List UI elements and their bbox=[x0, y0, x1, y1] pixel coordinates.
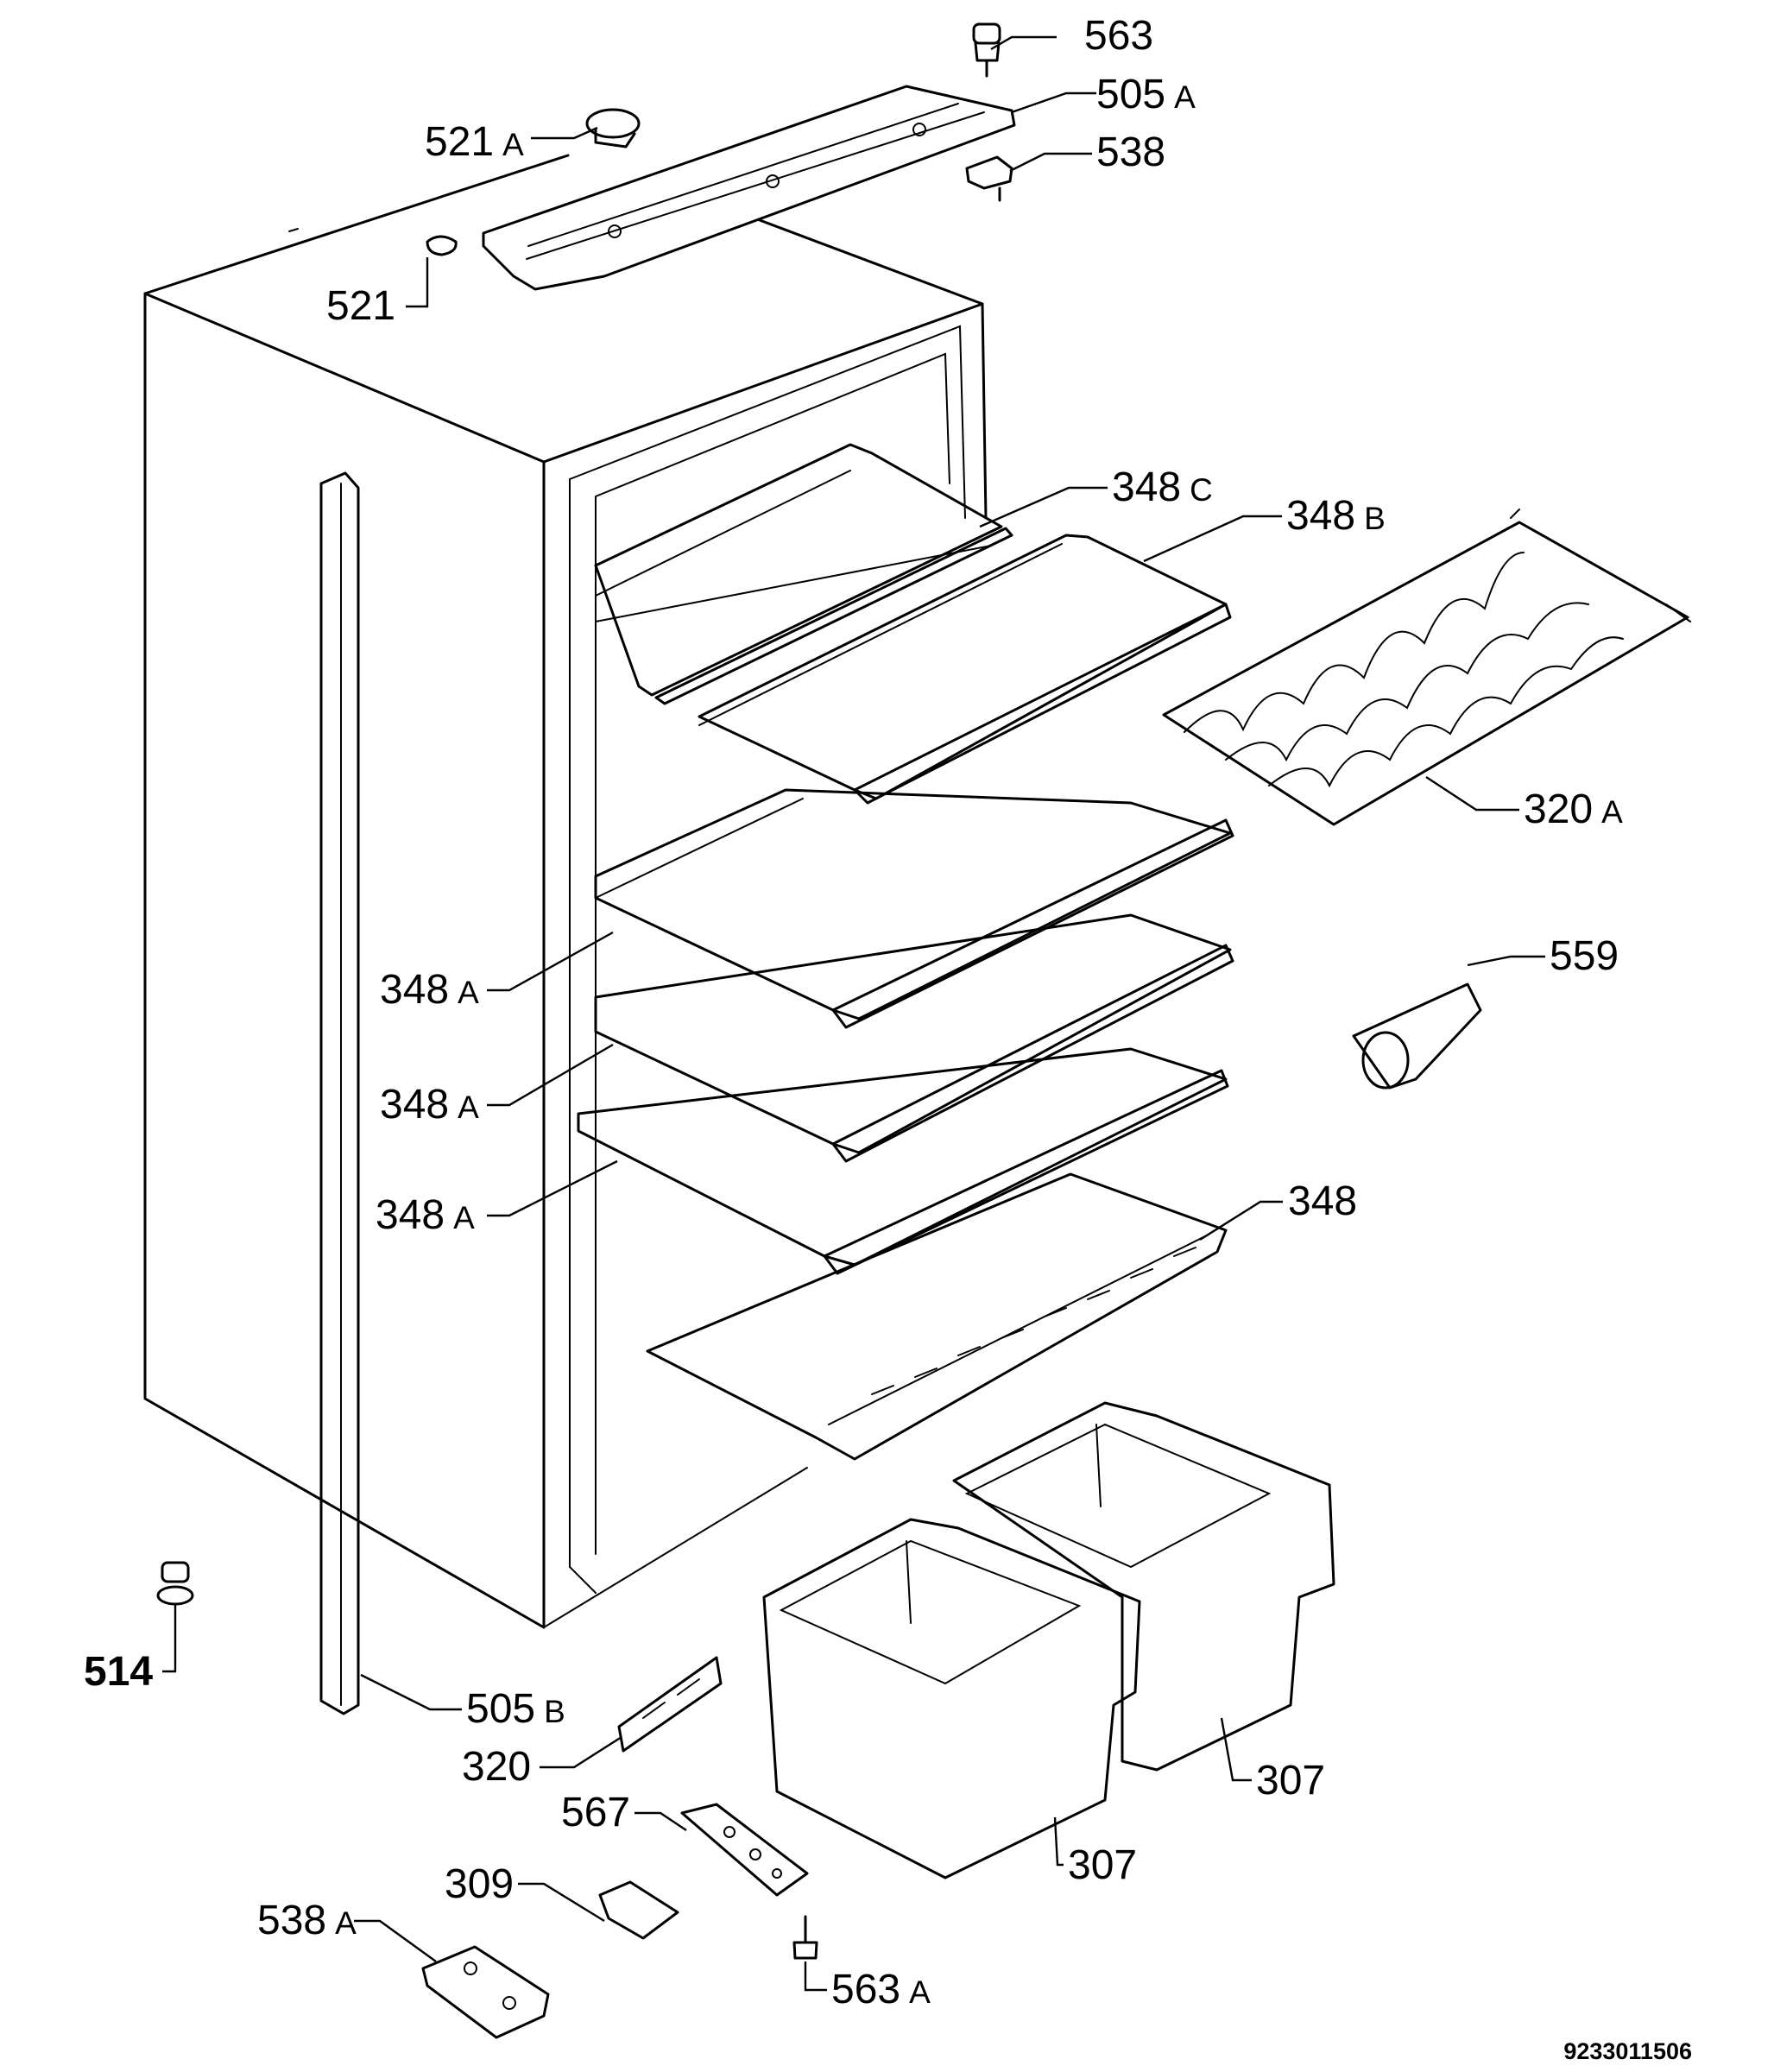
label-521: 521 bbox=[326, 283, 395, 329]
glass-shelf-348A-lower bbox=[577, 1047, 1229, 1275]
screw-563 bbox=[972, 22, 1001, 78]
glass-shelf-348A-upper bbox=[594, 788, 1234, 1029]
label-309: 309 bbox=[445, 1861, 514, 1907]
bottom-cover-348 bbox=[646, 1172, 1228, 1461]
glass-shelf-348C bbox=[594, 443, 1013, 705]
door-seal-strip bbox=[319, 471, 360, 1715]
wine-rack bbox=[1162, 509, 1691, 826]
cover-cap-309 bbox=[598, 1880, 679, 1940]
screw-563A bbox=[792, 1915, 818, 1960]
hinge-pin-538 bbox=[965, 155, 1013, 202]
label-567: 567 bbox=[561, 1790, 630, 1835]
door-fixing-rail-320 bbox=[617, 1656, 723, 1753]
leveling-foot-514 bbox=[156, 1561, 194, 1606]
top-hinge-bracket bbox=[482, 85, 1016, 291]
leader-lines bbox=[162, 35, 1545, 1992]
label-514: 514 bbox=[84, 1649, 153, 1695]
hinge-cap-521 bbox=[426, 235, 458, 256]
hinge-plate-567 bbox=[680, 1803, 809, 1897]
crisper-drawer-right bbox=[952, 1401, 1335, 1772]
label-307-right: 307 bbox=[1256, 1758, 1325, 1804]
bottom-hinge-538A bbox=[421, 1945, 550, 2039]
crisper-drawer-left bbox=[762, 1518, 1141, 1879]
label-538: 538 bbox=[1096, 130, 1165, 175]
glass-shelf-348B bbox=[698, 534, 1232, 805]
label-563: 563 bbox=[1084, 13, 1153, 59]
label-559: 559 bbox=[1550, 933, 1619, 979]
document-number: 9233011506 bbox=[1563, 2038, 1692, 2064]
cabinet-body bbox=[143, 154, 988, 1629]
label-307-left: 307 bbox=[1068, 1842, 1137, 1888]
label-320: 320 bbox=[462, 1744, 531, 1790]
glass-shelf-348A-middle bbox=[594, 913, 1234, 1163]
label-348: 348 bbox=[1288, 1178, 1357, 1224]
hinge-cap-521A bbox=[585, 108, 641, 148]
thermostat-knob bbox=[1352, 982, 1482, 1090]
